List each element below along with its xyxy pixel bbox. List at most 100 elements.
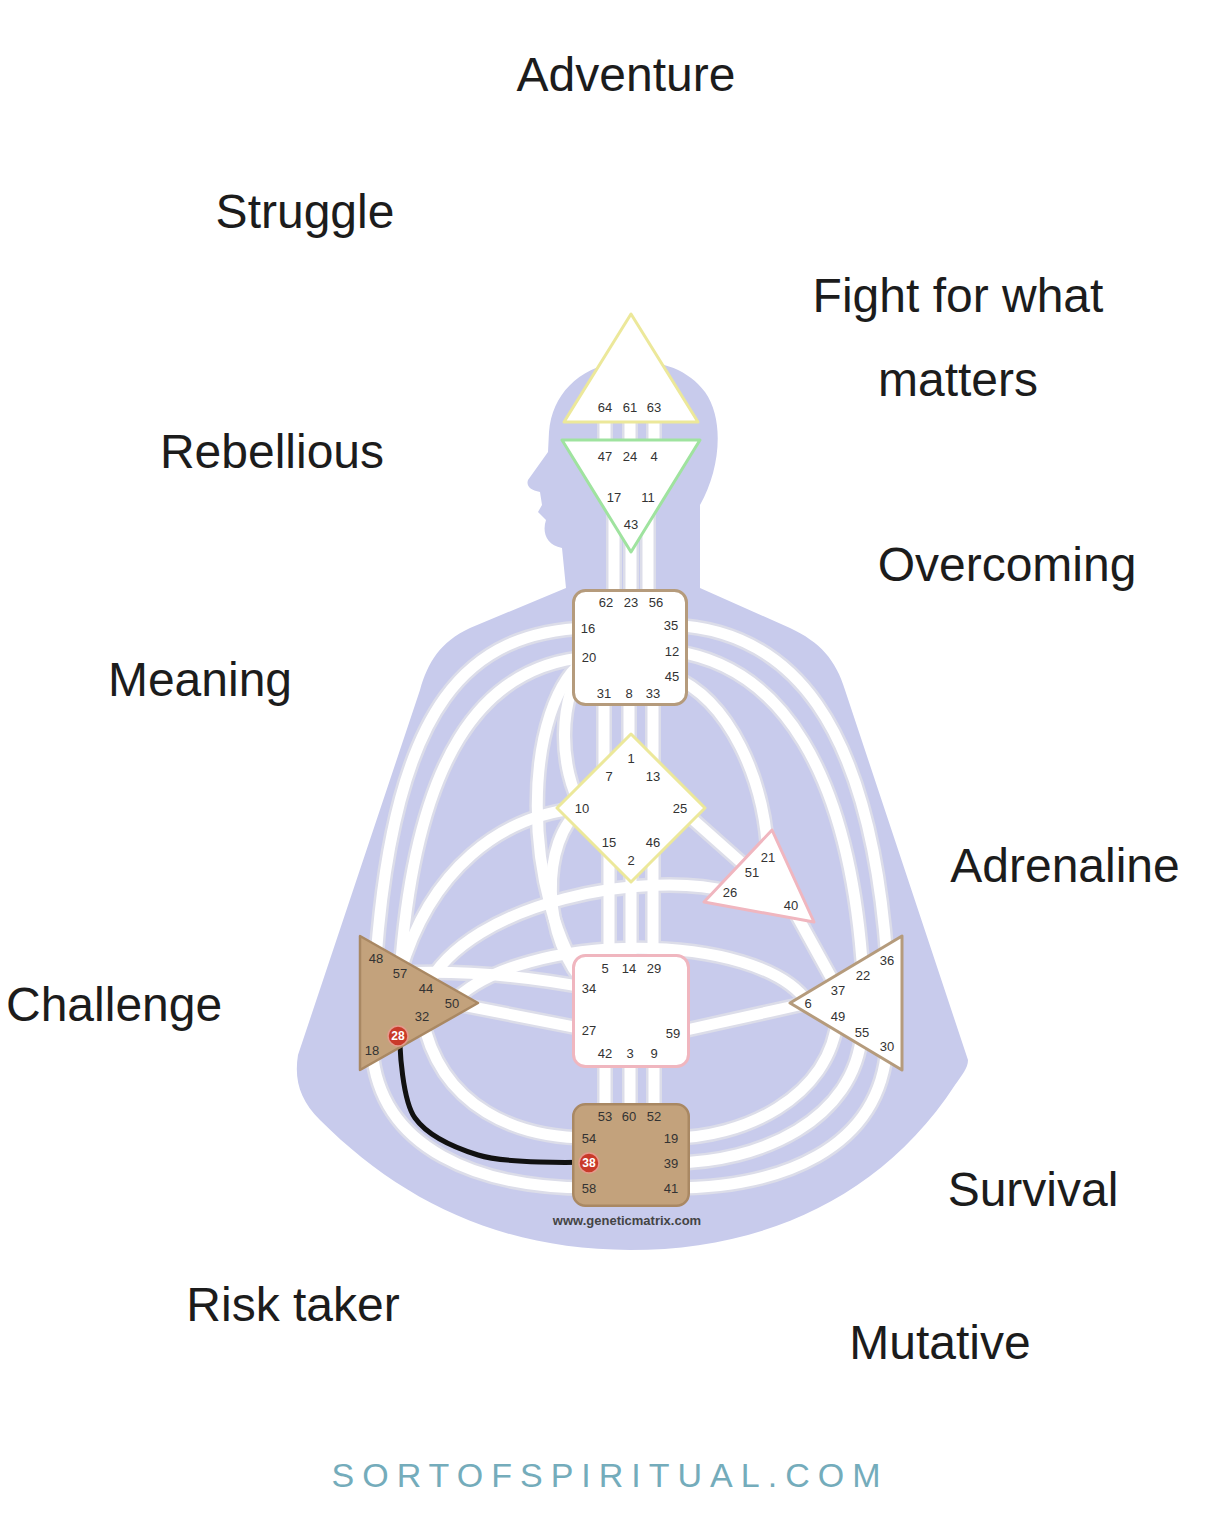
spleen-center: 48 57 44 50 32 18 28 [356,932,482,1074]
gate-number: 13 [646,769,660,784]
gate-dot [579,1153,599,1173]
theme-word: Fight for what matters [748,254,1168,422]
gate-number: 9 [650,1046,657,1061]
gate-number: 24 [623,449,637,464]
gate-number: 10 [575,801,589,816]
gate-number: 57 [393,966,407,981]
throat-center: 62 23 56 16 35 20 12 45 31 8 33 [572,589,688,706]
center-outline [573,1104,689,1206]
theme-word: Challenge [6,976,222,1034]
gate-number: 22 [856,968,870,983]
gate-number: 38 [582,1156,595,1171]
gate-number: 29 [647,961,661,976]
gate-number: 63 [647,400,661,415]
heart-center: 2151 26 40 [700,826,818,926]
gate-number: 51 [745,865,759,880]
gate-number: 21 [761,850,775,865]
gate-number: 15 [602,835,616,850]
theme-word: Adrenaline [950,837,1180,895]
solar-plexus-center: 36 22 37 6 49 55 30 [786,932,906,1074]
gate-number: 45 [665,669,679,684]
gate-number: 23 [624,595,638,610]
center-outline [360,936,478,1070]
ajna-center: 47 24 4 17 1143 [556,434,706,558]
gate-number: 33 [646,686,660,701]
sacral-center: 5 14 29 34 27 59 42 3 9 [572,954,690,1068]
source-credit: www.geneticmatrix.com [553,1213,701,1229]
gate-number: 53 [598,1109,612,1124]
root-center: 53 60 52 54 19 39 58 41 38 [572,1103,690,1207]
gate-number: 4 [650,449,657,464]
gate-number: 14 [622,961,636,976]
gate-number: 60 [622,1109,636,1124]
gate-number: 40 [784,898,798,913]
channel [372,410,887,1188]
gate-number: 55 [855,1025,869,1040]
gate-number: 11 [641,490,655,505]
gate-number: 26 [723,885,737,900]
gate-number: 28 [391,1029,404,1044]
gate-number: 49 [831,1009,845,1024]
gate-number: 2 [627,853,634,868]
gate-number: 47 [598,449,612,464]
gate-number: 8 [625,686,632,701]
gate-number: 42 [598,1046,612,1061]
gate-number: 36 [880,953,894,968]
gate-number: 50 [445,996,459,1011]
gate-number: 31 [597,686,611,701]
theme-word: Risk taker [186,1276,399,1334]
gate-number: 6 [804,996,811,1011]
gate-number: 39 [664,1156,678,1171]
gate-number: 34 [582,981,596,996]
gate-number: 58 [582,1181,596,1196]
center-outline [562,440,700,552]
watermark: SORTOFSPIRITUAL.COM [332,1455,889,1496]
gate-number: 3 [626,1046,633,1061]
gate-number: 41 [664,1181,678,1196]
gate-number: 59 [666,1026,680,1041]
gate-number: 52 [647,1109,661,1124]
gate-number: 12 [665,644,679,659]
center-outline [574,956,689,1067]
gate-number: 16 [581,621,595,636]
gate-number: 43 [624,517,638,532]
gate-number: 25 [673,801,687,816]
gate-number: 27 [582,1023,596,1038]
gate-number: 48 [369,951,383,966]
gate-number: 7 [605,769,612,784]
center-outline [790,936,902,1070]
gate-number: 20 [582,650,596,665]
gate-number: 54 [582,1131,596,1146]
theme-word: Survival [948,1161,1119,1219]
center-outline [564,314,698,422]
activated-gate: 38 [578,1152,600,1174]
theme-word: Adventure [517,46,736,104]
gate-number: 5 [601,961,608,976]
gate-number: 46 [646,835,660,850]
center-outline [557,734,705,882]
channel-outline [372,410,887,1188]
activated-gate: 28 [387,1025,409,1047]
gate-number: 37 [831,983,845,998]
gate-number: 19 [664,1131,678,1146]
center-outline [574,591,687,705]
gate-number: 64 [598,400,612,415]
body-silhouette [297,361,968,1250]
theme-word: Rebellious [160,423,384,481]
g-center: 17 13 10 25 15 46 2 [553,730,709,886]
defined-channel [400,1046,579,1163]
gate-number: 30 [880,1039,894,1054]
gate-number: 32 [415,1009,429,1024]
gate-number: 61 [623,400,637,415]
gate-number: 1 [627,751,634,766]
gate-dot [388,1026,408,1046]
theme-word: Meaning [108,651,292,709]
gate-number: 56 [649,595,663,610]
theme-word: Overcoming [878,536,1137,594]
gate-number: 17 [607,490,621,505]
gate-number: 62 [599,595,613,610]
gate-number: 35 [664,618,678,633]
theme-word: Mutative [849,1314,1030,1372]
gate-number: 44 [419,981,433,996]
gate-number: 18 [365,1043,379,1058]
